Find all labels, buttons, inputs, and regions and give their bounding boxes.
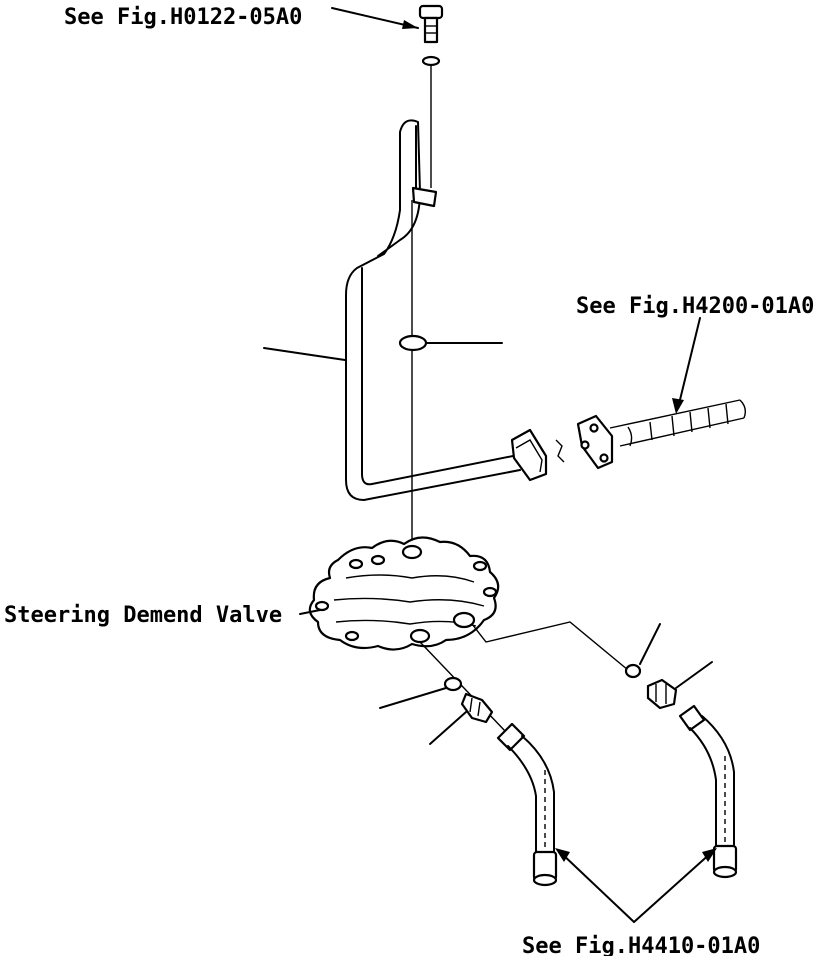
right-reference-leader	[677, 317, 701, 409]
o-ring-left	[443, 676, 463, 692]
hose-flange	[576, 414, 614, 470]
o-ring-right	[624, 663, 642, 679]
right-arrowhead	[672, 398, 684, 414]
top-bolt	[418, 4, 444, 44]
right-reference-label: See Fig.H4200-01A0	[576, 294, 814, 319]
valve-name-label: Steering Demend Valve	[4, 603, 282, 628]
main-tube	[345, 119, 521, 501]
bottom-arrowhead-left	[555, 848, 570, 862]
valve-label-leader	[299, 609, 321, 615]
bottom-reference-label: See Fig.H4410-01A0	[522, 934, 760, 956]
tube-clamp	[411, 186, 438, 208]
tube-flange	[510, 428, 548, 482]
small-o-ring-right	[555, 439, 565, 463]
bottom-arrowhead-right	[702, 848, 717, 862]
lower-hose-left	[496, 722, 558, 887]
main-tube-leader	[263, 347, 346, 361]
hose-body	[609, 399, 747, 447]
top-reference-label: See Fig.H0122-05A0	[64, 5, 302, 30]
elbow-fitting-right	[646, 678, 678, 710]
fitting-left-leader	[429, 711, 467, 745]
top-arrowhead	[402, 20, 418, 29]
o-ring-right-leader	[639, 623, 661, 665]
left-port-axis	[419, 641, 507, 733]
steering-demand-valve	[308, 536, 500, 651]
o-ring-left-leader	[379, 687, 447, 709]
top-washer	[421, 55, 441, 67]
bottom-reference-leader-left	[559, 851, 635, 923]
fitting-right-leader	[675, 661, 713, 689]
bottom-reference-leader-right	[633, 851, 713, 923]
lower-hose-right	[678, 704, 738, 879]
right-port-line	[471, 621, 629, 671]
o-ring-center	[398, 334, 428, 352]
elbow-fitting-left	[460, 692, 494, 724]
